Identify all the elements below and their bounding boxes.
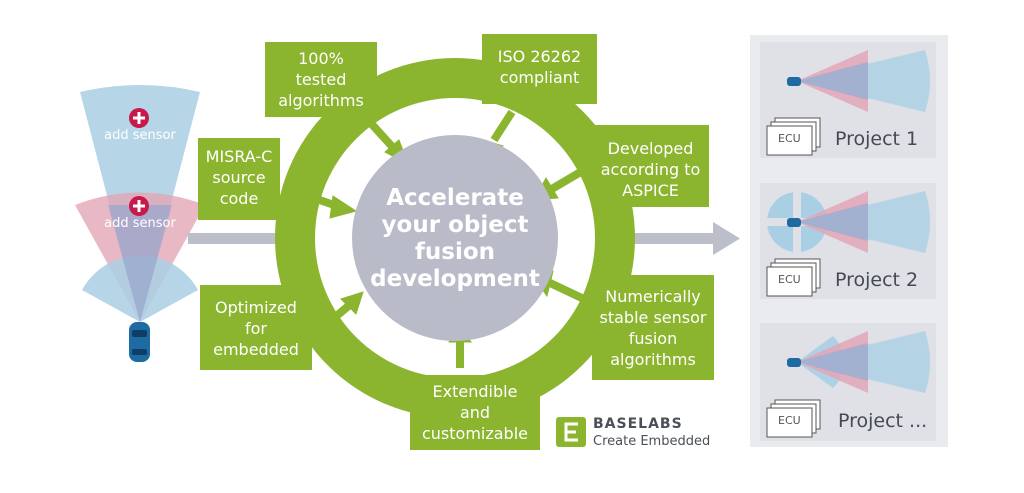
inward-arrows (294, 109, 588, 368)
center-circle (352, 135, 558, 341)
sensor-field-beam (108, 205, 172, 322)
feature-aspice: Developed according to ASPICE (600, 139, 701, 200)
feature-tested: 100% tested algorithms (278, 49, 364, 110)
feature-optimized: Optimized for embedded (213, 298, 299, 359)
project-2-name: Project 2 (835, 269, 919, 291)
feature-misra: MISRA-C source code (205, 147, 273, 208)
ecu-icon-2 (766, 258, 821, 297)
project-2-card (760, 183, 936, 299)
feature-iso: ISO 26262 compliant (497, 47, 582, 87)
ecu-3-label: ECU (778, 414, 801, 427)
add-sensor-2-label[interactable]: add sensor (104, 216, 176, 231)
output-arrow (555, 222, 740, 255)
feature-numerically: Numerically stable sensor fusion algorit… (599, 287, 707, 369)
project-1-name: Project 1 (835, 128, 919, 150)
add-sensor-1-button[interactable] (129, 108, 149, 128)
ecu-1-label: ECU (778, 132, 801, 145)
center-title: Accelerate your object fusion developmen… (370, 185, 540, 292)
baselabs-logo-icon (556, 417, 586, 447)
ecu-2-label: ECU (778, 273, 801, 286)
ecu-icon-3 (766, 399, 821, 438)
add-sensor-2-button[interactable] (129, 196, 149, 216)
project-3-name: Project ... (838, 410, 928, 432)
feature-extendible: Extendible and customizable (421, 382, 528, 443)
brand-name: BASELABS (593, 416, 683, 432)
car-icon (129, 322, 150, 362)
ecu-icon-1 (766, 117, 821, 156)
brand-product: Create Embedded (593, 434, 711, 449)
add-sensor-1-label[interactable]: add sensor (104, 128, 176, 143)
